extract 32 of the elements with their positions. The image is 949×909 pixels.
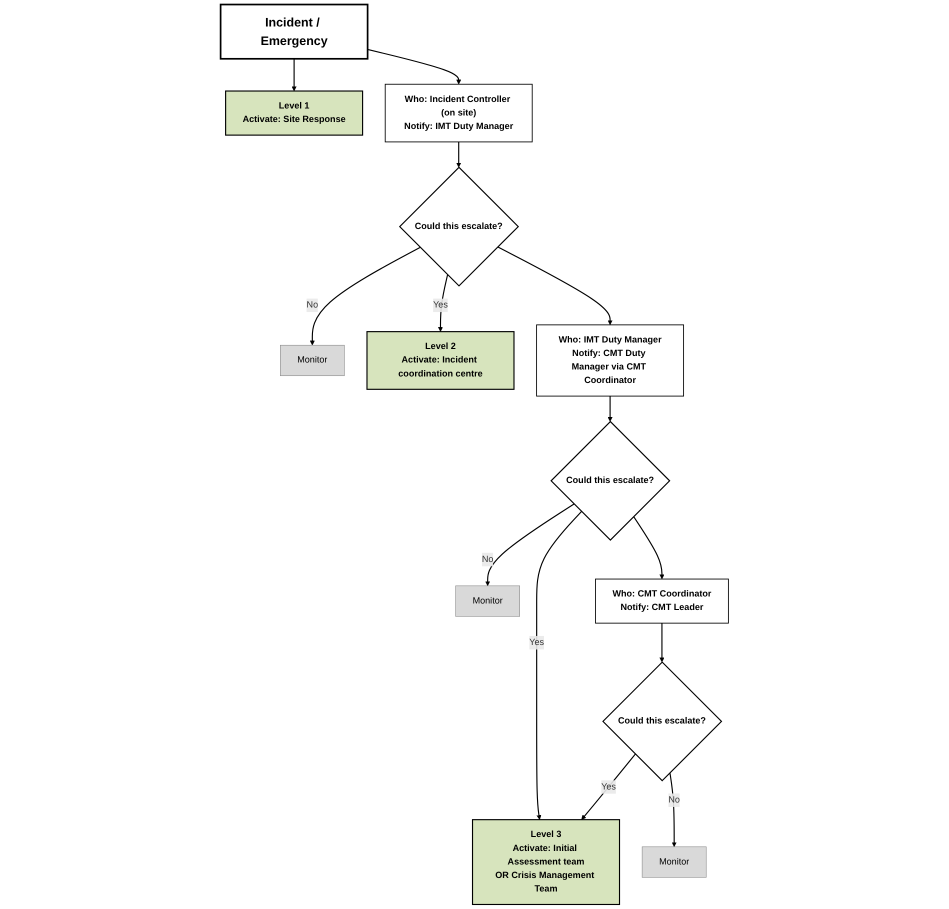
arrow	[438, 274, 448, 332]
node-box: Incident / Emergency	[220, 4, 368, 60]
edge-label: Yes	[529, 638, 544, 648]
node-box: Who: Incident Controller (on site) Notify: IMT Duty Manager	[384, 84, 533, 142]
arrow	[659, 623, 664, 662]
arrow	[581, 754, 636, 820]
arrow	[367, 48, 462, 84]
node-box: Level 1 Activate: Site Response	[225, 90, 364, 136]
arrow	[633, 516, 664, 580]
node-box: Who: CMT Coordinator Notify: CMT Leader	[595, 578, 729, 624]
node-diamond: Could this escalate?	[602, 661, 722, 782]
edge-label: No	[668, 795, 680, 805]
arrow	[292, 58, 297, 92]
arrow	[536, 511, 582, 820]
arrow	[456, 142, 462, 168]
edge-label: No	[482, 554, 494, 564]
arrow	[485, 504, 574, 586]
node-box: Monitor	[455, 586, 520, 617]
arrow	[497, 246, 613, 326]
node-box: Level 3 Activate: Initial Assessment team OR Crisis Management Team	[472, 819, 620, 906]
node-box: Monitor	[642, 846, 706, 878]
node-box: Level 2 Activate: Incident coordination centre	[366, 331, 515, 390]
edge-label: Yes	[433, 300, 448, 310]
arrow	[669, 772, 677, 848]
node-box: Monitor	[280, 344, 345, 376]
edge-label: No	[306, 300, 318, 310]
node-diamond: Could this escalate?	[398, 166, 520, 287]
arrow	[608, 396, 613, 422]
arrow	[310, 246, 420, 346]
edge-label: Yes	[601, 782, 616, 792]
node-diamond: Could this escalate?	[550, 420, 670, 541]
node-box: Who: IMT Duty Manager Notify: CMT Duty Manager via CMT Coordinator	[536, 324, 684, 397]
